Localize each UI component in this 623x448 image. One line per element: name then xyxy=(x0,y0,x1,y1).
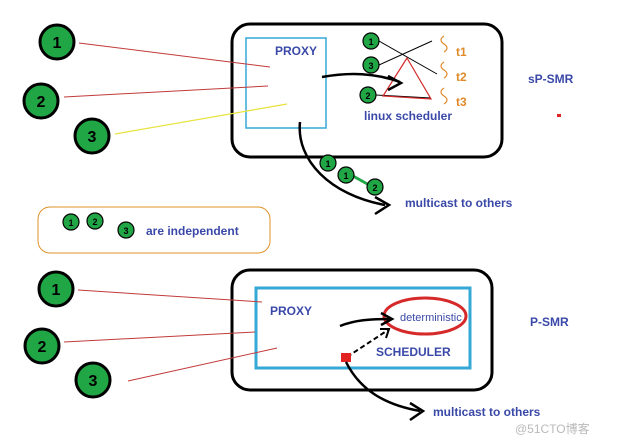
bottom-link-1 xyxy=(77,289,263,303)
bottom-client-2-label: 2 xyxy=(38,339,47,356)
top-mini-node-2: 3 xyxy=(362,56,380,74)
bottom-link-3 xyxy=(127,347,278,382)
top-chain-node-1: 1 xyxy=(319,154,337,172)
bottom-multicast-label: multicast to others xyxy=(433,405,541,419)
top-scheduler-mapping xyxy=(375,40,438,99)
top-mini-node-1: 1 xyxy=(362,32,380,50)
bottom-proxy-box xyxy=(254,286,472,370)
legend-node-1-label: 1 xyxy=(68,218,73,228)
top-proxy-to-scheduler-arrow xyxy=(321,72,401,84)
legend-box xyxy=(37,206,271,254)
bottom-red-marker xyxy=(341,353,351,362)
bottom-multicast-arrowhead xyxy=(409,401,426,422)
top-chain-node-2-label: 1 xyxy=(343,171,348,181)
bottom-mode-label: P-SMR xyxy=(530,315,569,329)
top-server-box xyxy=(230,22,504,159)
top-mini-node-3: 2 xyxy=(359,86,377,104)
top-client-1: 1 xyxy=(38,23,76,61)
top-thread-t1: t1 xyxy=(456,45,467,59)
bottom-dashed-arrowhead xyxy=(380,328,391,339)
top-scheduler-label: linux scheduler xyxy=(364,109,452,123)
top-chain-node-2: 1 xyxy=(337,166,355,184)
bottom-client-3-label: 3 xyxy=(89,373,98,390)
top-proxy-label: PROXY xyxy=(275,44,317,58)
bottom-server-box xyxy=(230,268,494,392)
top-scheduler-triangle xyxy=(381,56,433,100)
top-link-2 xyxy=(63,85,269,98)
top-thread-t2: t2 xyxy=(456,70,467,84)
top-client-1-label: 1 xyxy=(53,35,62,52)
watermark: @51CTO博客 xyxy=(515,421,590,436)
bottom-deterministic-label: deterministic xyxy=(400,312,462,324)
top-multicast-arrowhead xyxy=(374,195,392,216)
legend-node-1: 1 xyxy=(62,213,80,231)
top-client-2: 2 xyxy=(22,82,60,120)
top-chain-node-3-label: 2 xyxy=(372,183,377,193)
top-mode-label: sP-SMR xyxy=(528,72,574,86)
top-chain-node-1-label: 1 xyxy=(325,159,330,169)
bottom-proxy-label: PROXY xyxy=(270,304,312,318)
bottom-scheduler-label: SCHEDULER xyxy=(376,345,451,359)
bottom-proxy-to-det-arrow xyxy=(339,317,391,328)
top-red-marker xyxy=(557,114,561,117)
top-link-3 xyxy=(114,103,288,135)
bottom-client-2: 2 xyxy=(23,327,61,365)
top-proxy-box xyxy=(245,37,327,129)
legend-node-2-label: 2 xyxy=(92,217,97,227)
legend-text: are independent xyxy=(146,224,239,238)
top-proxy-arrowhead xyxy=(387,74,404,92)
legend-node-2: 2 xyxy=(86,212,104,230)
bottom-multicast-curve xyxy=(344,361,421,413)
bottom-client-1-label: 1 xyxy=(52,282,61,299)
legend-node-3-label: 3 xyxy=(123,226,128,236)
top-mini-node-3-label: 2 xyxy=(365,91,370,101)
legend-node-3: 3 xyxy=(117,221,135,239)
top-mini-node-1-label: 1 xyxy=(368,37,373,47)
bottom-client-1: 1 xyxy=(37,270,75,308)
top-client-3-label: 3 xyxy=(88,129,97,146)
top-client-2-label: 2 xyxy=(37,94,46,111)
bottom-client-3: 3 xyxy=(74,361,112,399)
top-chain-node-3: 2 xyxy=(366,178,384,196)
top-link-1 xyxy=(78,42,271,68)
top-mini-node-2-label: 3 xyxy=(368,61,373,71)
top-thread-squiggles xyxy=(440,35,448,105)
top-thread-t3: t3 xyxy=(456,95,467,109)
bottom-link-2 xyxy=(63,331,256,343)
top-multicast-curve xyxy=(298,121,386,207)
top-multicast-label: multicast to others xyxy=(405,196,513,210)
top-client-3: 3 xyxy=(73,117,111,155)
bottom-dashed-arrow xyxy=(346,329,389,358)
bottom-proxy-arrowhead xyxy=(380,311,395,327)
